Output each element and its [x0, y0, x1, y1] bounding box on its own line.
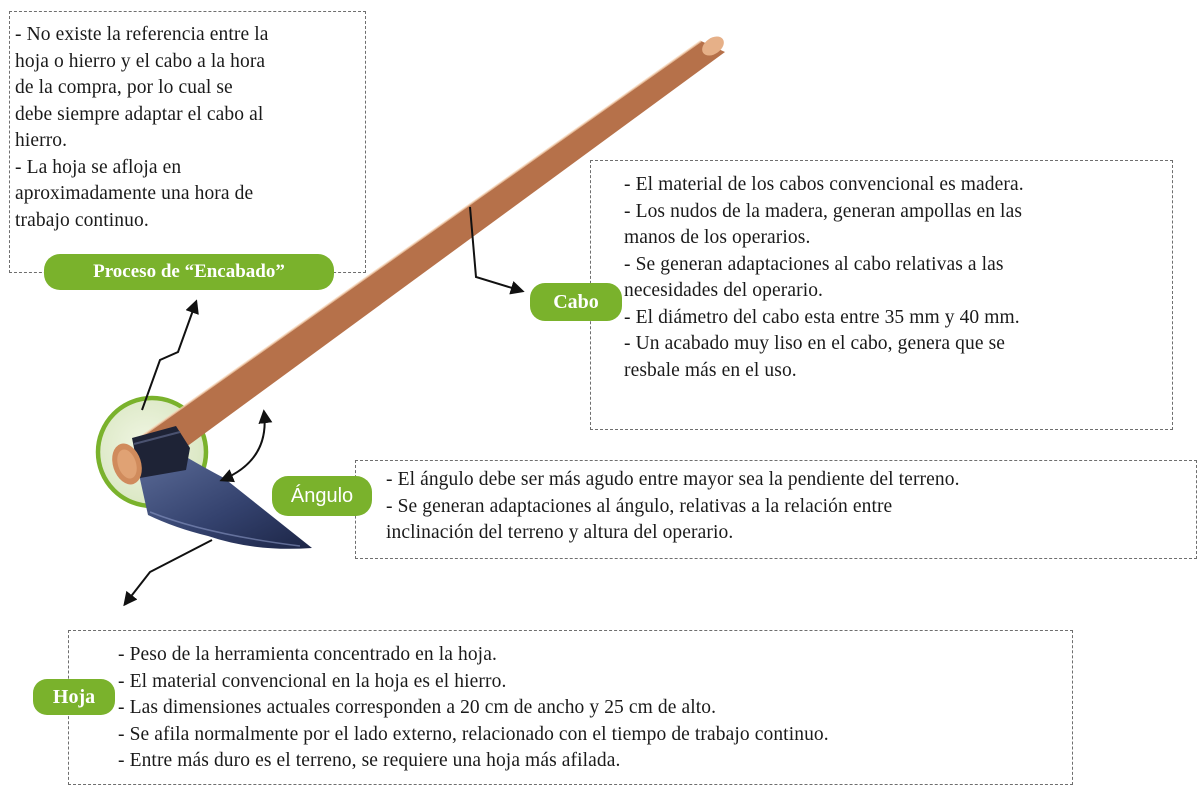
encabado-label: Proceso de “Encabado”	[44, 254, 334, 290]
hoja-line: - Se afila normalmente por el lado exter…	[118, 723, 829, 745]
hoja-text: - Peso de la herramienta concentrado en …	[118, 642, 829, 775]
angulo-line: - El ángulo debe ser más agudo entre may…	[386, 469, 960, 490]
hoja-line: - Peso de la herramienta concentrado en …	[118, 644, 497, 665]
encabado-line: hierro.	[15, 130, 68, 151]
hoja-line: - Entre más duro es el terreno, se requi…	[118, 750, 621, 771]
cabo-line: - Se generan adaptaciones al cabo relati…	[624, 253, 1004, 275]
collar-shape	[132, 426, 190, 478]
angulo-text: - El ángulo debe ser más agudo entre may…	[386, 467, 960, 547]
handle-shape	[141, 36, 725, 453]
angulo-line: - Se generan adaptaciones al ángulo, rel…	[386, 495, 893, 517]
cabo-line: - Los nudos de la madera, generan ampoll…	[624, 200, 1023, 222]
encabado-line: de la compra, por lo cual se	[15, 77, 233, 98]
cabo-line: - Un acabado muy liso en el cabo, genera…	[624, 333, 1006, 354]
arrow-to-encabado	[141, 299, 199, 411]
arrow-angle	[219, 409, 273, 483]
cabo-line: - El material de los cabos convencional …	[624, 174, 1024, 195]
angulo-line: inclinación del terreno y altura del ope…	[386, 522, 734, 543]
angulo-label: Ángulo	[272, 476, 372, 516]
encabado-line: aproximadamente una hora de	[15, 183, 254, 204]
arrow-to-hoja	[123, 539, 213, 607]
cabo-text: - El material de los cabos convencional …	[624, 172, 1024, 384]
encabado-text: - No existe la referencia entre la hoja …	[15, 22, 269, 234]
cabo-line: - El diámetro del cabo esta entre 35 mm …	[624, 306, 1020, 328]
encabado-line: - No existe la referencia entre la	[15, 24, 269, 45]
cabo-line: manos de los operarios.	[624, 227, 811, 248]
hoja-line: - El material convencional en la hoja es…	[118, 670, 507, 692]
encabado-line: debe siempre adaptar el cabo al	[15, 103, 264, 125]
encabado-line: - La hoja se afloja en	[15, 156, 182, 178]
encabado-line: trabajo continuo.	[15, 209, 149, 231]
blade-shape	[138, 458, 312, 549]
arrow-to-cabo	[469, 206, 525, 295]
cabo-label: Cabo	[530, 283, 622, 321]
hoja-line: - Las dimensiones actuales corresponden …	[118, 697, 717, 718]
encabado-line: hoja o hierro y el cabo a la hora	[15, 50, 266, 72]
cabo-line: resbale más en el uso.	[624, 359, 797, 381]
hoja-label: Hoja	[33, 679, 115, 715]
cabo-line: necesidades del operario.	[624, 280, 824, 301]
